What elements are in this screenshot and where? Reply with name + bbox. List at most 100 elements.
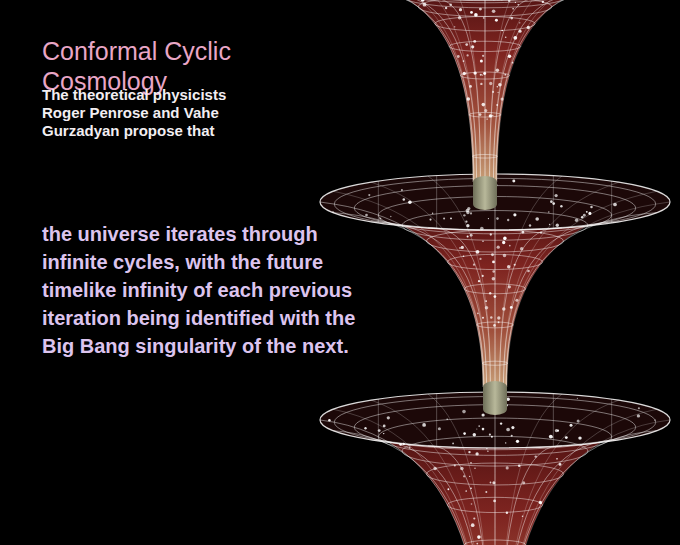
star-dot xyxy=(379,218,381,220)
grid-meridian xyxy=(490,0,533,180)
star-dot xyxy=(500,0,503,1)
star-dot xyxy=(491,436,493,438)
star-dot xyxy=(505,36,507,38)
star-dot xyxy=(421,0,425,2)
star-dot xyxy=(503,254,506,257)
grid-meridian xyxy=(485,0,486,180)
star-dot xyxy=(477,313,479,315)
star-dot xyxy=(527,26,530,29)
star-dot xyxy=(438,427,441,430)
star-dot xyxy=(505,442,506,443)
star-dot xyxy=(497,316,500,319)
star-dot xyxy=(409,447,411,449)
intro-text: The theoretical physicists Roger Penrose… xyxy=(42,86,252,140)
star-dot xyxy=(470,11,473,14)
star-dot xyxy=(502,241,505,244)
statement-text: the universe iterates through infinite c… xyxy=(42,220,372,360)
star-dot xyxy=(637,414,640,417)
star-dot xyxy=(476,428,477,429)
star-dot xyxy=(522,515,523,516)
star-dot xyxy=(469,476,470,477)
star-dot xyxy=(586,211,588,213)
star-dot xyxy=(482,103,486,107)
star-dot xyxy=(473,264,475,266)
grid-line xyxy=(378,181,379,223)
star-dot xyxy=(433,467,437,471)
star-dot xyxy=(552,202,555,205)
star-dot xyxy=(408,201,412,205)
star-dot xyxy=(482,317,484,319)
star-dot xyxy=(491,253,494,256)
grid-line xyxy=(378,399,379,441)
grid-meridian xyxy=(497,0,610,182)
star-dot xyxy=(482,275,484,277)
star-dot xyxy=(463,60,465,62)
star-dot xyxy=(477,535,481,539)
star-dot xyxy=(485,491,487,493)
star-dot xyxy=(506,428,510,432)
star-dot xyxy=(423,3,427,7)
star-dot xyxy=(581,216,584,219)
star-dot xyxy=(473,517,475,519)
grid-meridian xyxy=(437,0,480,184)
star-dot xyxy=(494,295,497,298)
star-dot xyxy=(506,466,509,469)
star-dot xyxy=(483,72,486,75)
grid-meridian xyxy=(360,0,473,182)
star-dot xyxy=(519,22,520,23)
star-dot xyxy=(457,55,460,58)
star-dot xyxy=(508,0,511,2)
star-dot xyxy=(550,200,553,203)
star-dot xyxy=(473,433,476,436)
grid-meridian xyxy=(370,0,474,183)
star-dot xyxy=(512,8,514,10)
star-dot xyxy=(492,115,493,116)
star-dot xyxy=(507,219,509,221)
star-dot xyxy=(399,443,402,446)
star-dot xyxy=(503,236,506,239)
star-dot xyxy=(458,16,461,19)
star-dot xyxy=(403,443,405,445)
star-dot xyxy=(471,503,473,505)
grid-meridian xyxy=(333,409,484,545)
grid-line xyxy=(436,394,437,447)
star-dot xyxy=(520,247,524,251)
star-dot xyxy=(489,434,491,436)
grid-meridian xyxy=(320,420,483,545)
grid-line xyxy=(611,181,612,223)
star-dot xyxy=(480,83,482,85)
funnel xyxy=(320,174,670,415)
star-dot xyxy=(489,292,491,294)
star-dot xyxy=(482,241,483,242)
star-dot xyxy=(577,419,580,422)
star-dot xyxy=(383,433,384,434)
star-dot xyxy=(486,448,487,449)
star-dot xyxy=(539,501,542,504)
star-dot xyxy=(487,451,488,452)
star-dot xyxy=(516,440,519,443)
star-dot xyxy=(518,4,519,5)
star-dot xyxy=(332,211,334,213)
star-dot xyxy=(474,468,476,470)
grid-line xyxy=(553,394,554,447)
star-dot xyxy=(556,224,559,227)
star-dot xyxy=(449,3,452,6)
star-dot xyxy=(518,465,520,467)
star-dot xyxy=(513,213,516,216)
grid-meridian xyxy=(333,213,484,388)
star-dot xyxy=(507,265,510,268)
star-dot xyxy=(478,425,480,427)
star-dot xyxy=(467,97,471,101)
star-dot xyxy=(466,54,468,56)
grid-meridian xyxy=(496,0,600,181)
grid-meridian xyxy=(371,400,486,545)
star-dot xyxy=(496,104,498,106)
star-dot xyxy=(498,321,500,323)
star-dot xyxy=(383,425,386,428)
star-dot xyxy=(461,246,464,249)
star-dot xyxy=(470,487,472,489)
grid-meridian xyxy=(504,400,619,545)
statement-holder: the universe iterates through infinite c… xyxy=(42,220,372,360)
neck-tube xyxy=(483,381,507,415)
grid-meridian xyxy=(371,182,486,385)
